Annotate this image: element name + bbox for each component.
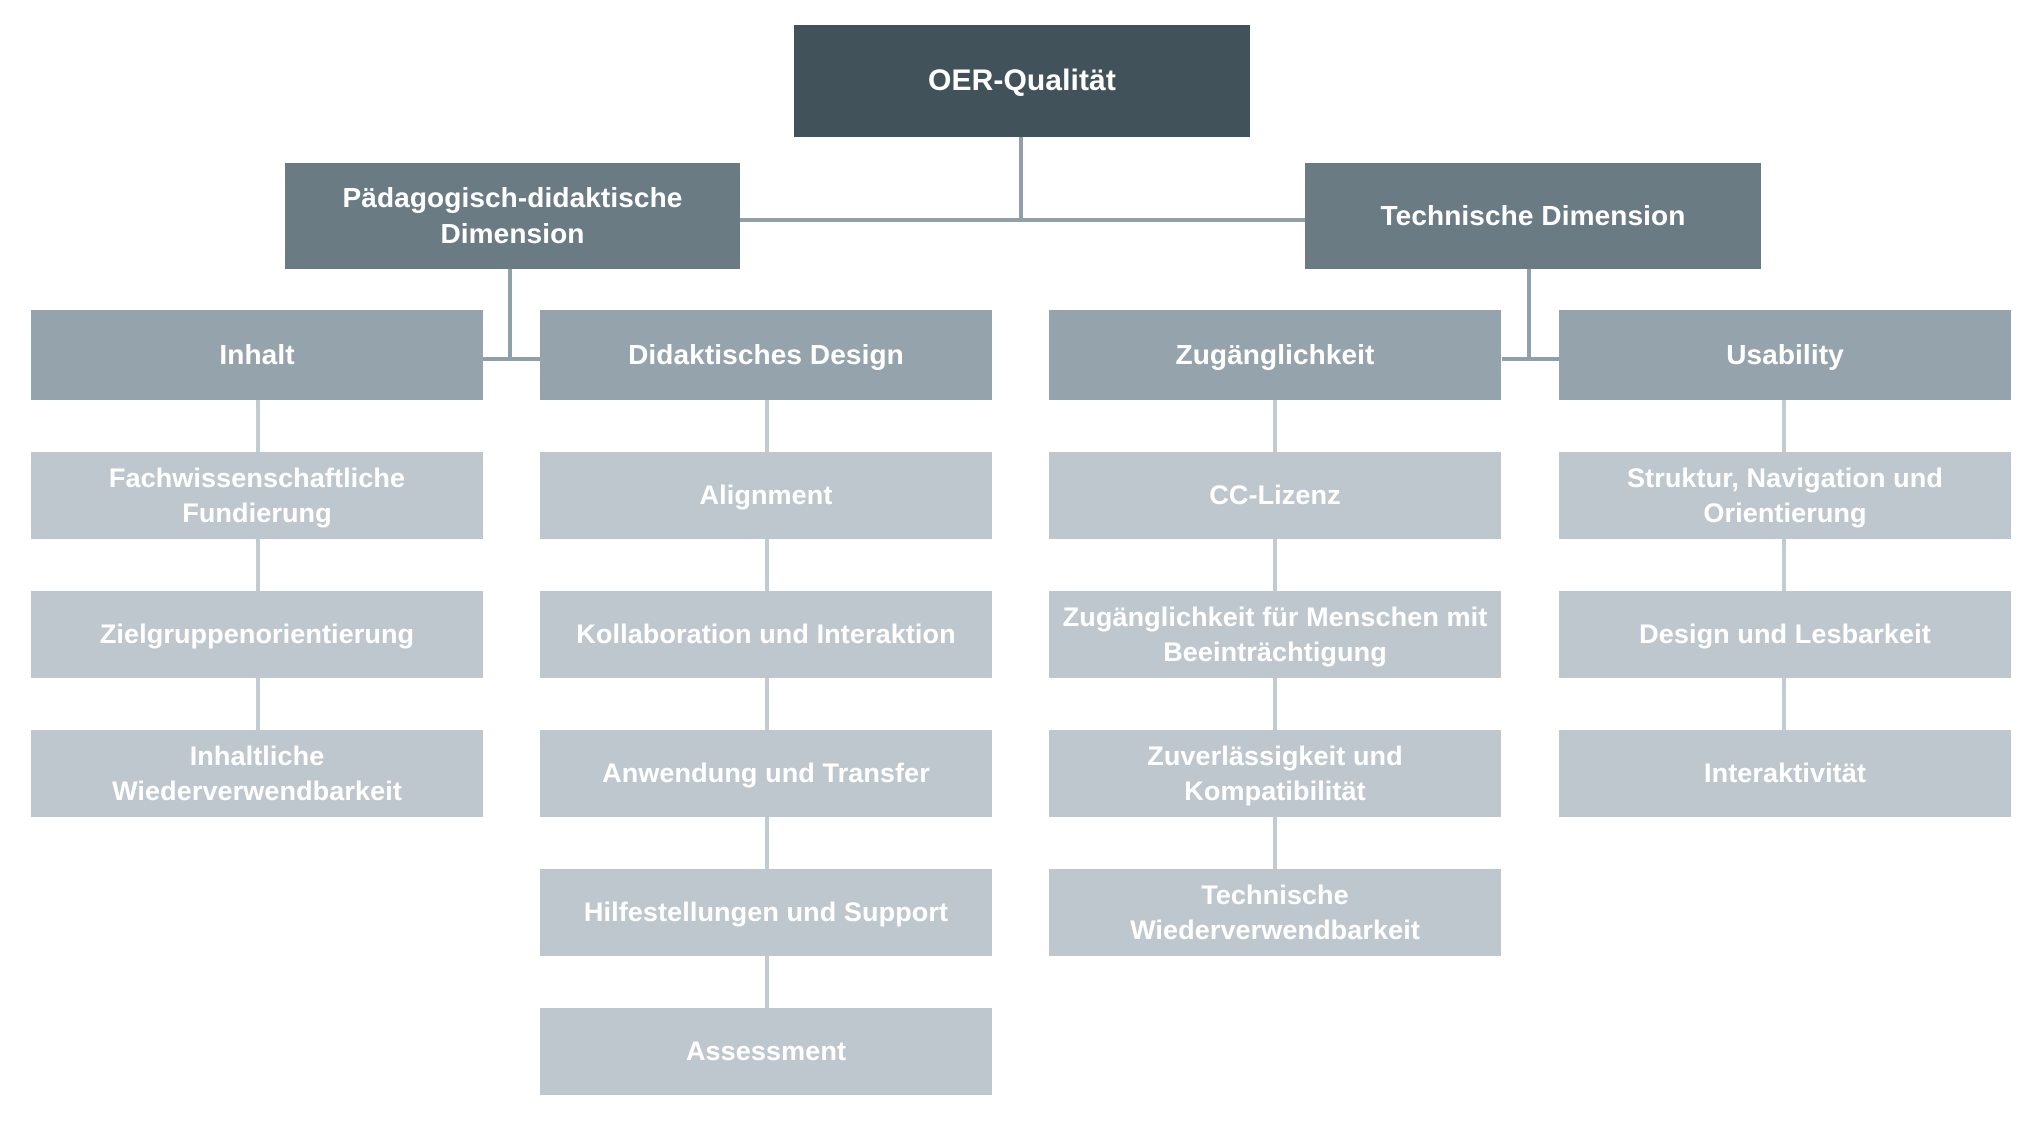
connector-paed-stem xyxy=(508,268,512,360)
node-leaf-label: Alignment xyxy=(699,480,833,511)
connector-tech-horizontal xyxy=(1502,357,1559,361)
connector-col2-3 xyxy=(765,678,769,730)
node-leaf-label: Interaktivität xyxy=(1704,758,1866,789)
node-leaf-struktur-navigation-und-orientierung[interactable]: Struktur, Navigation und Orientierung xyxy=(1559,452,2011,539)
node-leaf-label: CC-Lizenz xyxy=(1209,480,1341,511)
node-leaf-label: Anwendung und Transfer xyxy=(602,758,930,789)
node-leaf-label: Kollaboration und Interaktion xyxy=(576,619,956,650)
node-leaf-fachwissenschaftliche-fundierung[interactable]: Fachwissenschaftliche Fundierung xyxy=(31,452,483,539)
connector-col4-2 xyxy=(1782,539,1786,591)
connector-col3-3 xyxy=(1273,678,1277,730)
connector-root-stem xyxy=(1019,136,1023,221)
connector-col3-1 xyxy=(1273,400,1277,452)
node-leaf-kollaboration-und-interaktion[interactable]: Kollaboration und Interaktion xyxy=(540,591,992,678)
node-dimension-technische[interactable]: Technische Dimension xyxy=(1305,163,1761,269)
node-leaf-label: Assessment xyxy=(685,1036,847,1067)
connector-col3-2 xyxy=(1273,539,1277,591)
connector-col2-4 xyxy=(765,817,769,869)
node-leaf-alignment[interactable]: Alignment xyxy=(540,452,992,539)
node-leaf-anwendung-und-transfer[interactable]: Anwendung und Transfer xyxy=(540,730,992,817)
connector-col2-2 xyxy=(765,539,769,591)
node-leaf-zugaenglichkeit-fuer-menschen-mit-beeintraechtigung[interactable]: Zugänglichkeit für Menschen mit Beeinträ… xyxy=(1049,591,1501,678)
node-category-inhalt[interactable]: Inhalt xyxy=(31,310,483,400)
connector-col2-5 xyxy=(765,956,769,1008)
connector-col1-1 xyxy=(256,400,260,452)
connector-paed-horizontal xyxy=(483,357,540,361)
node-dimension-label: Pädagogisch-didaktische Dimension xyxy=(342,182,683,249)
connector-col3-4 xyxy=(1273,817,1277,869)
node-leaf-zuverlaessigkeit-und-kompatibilitaet[interactable]: Zuverlässigkeit und Kompatibilität xyxy=(1049,730,1501,817)
node-category-label: Didaktisches Design xyxy=(628,339,904,371)
connector-col4-3 xyxy=(1782,678,1786,730)
node-root-oer-qualitaet[interactable]: OER-Qualität xyxy=(794,25,1250,137)
node-leaf-label: Design und Lesbarkeit xyxy=(1639,619,1931,650)
connector-tech-stem xyxy=(1527,268,1531,360)
node-category-usability[interactable]: Usability xyxy=(1559,310,2011,400)
connector-col2-1 xyxy=(765,400,769,452)
node-leaf-label: Struktur, Navigation und Orientierung xyxy=(1627,462,1943,528)
node-leaf-cc-lizenz[interactable]: CC-Lizenz xyxy=(1049,452,1501,539)
node-leaf-assessment[interactable]: Assessment xyxy=(540,1008,992,1095)
node-leaf-label: Zielgruppenorientierung xyxy=(99,619,415,650)
node-leaf-design-und-lesbarkeit[interactable]: Design und Lesbarkeit xyxy=(1559,591,2011,678)
node-leaf-hilfestellungen-und-support[interactable]: Hilfestellungen und Support xyxy=(540,869,992,956)
node-leaf-label: Zuverlässigkeit und Kompatibilität xyxy=(1147,740,1403,806)
connector-col1-2 xyxy=(256,539,260,591)
node-dimension-paedagogisch-didaktisch[interactable]: Pädagogisch-didaktische Dimension xyxy=(285,163,740,269)
connector-col1-3 xyxy=(256,678,260,730)
node-category-didaktisches-design[interactable]: Didaktisches Design xyxy=(540,310,992,400)
node-root-label: OER-Qualität xyxy=(928,63,1116,97)
node-leaf-label: Fachwissenschaftliche Fundierung xyxy=(108,462,406,528)
node-leaf-label: Hilfestellungen und Support xyxy=(583,897,949,928)
node-leaf-label: Inhaltliche Wiederverwendbarkeit xyxy=(112,740,402,806)
node-leaf-inhaltliche-wiederverwendbarkeit[interactable]: Inhaltliche Wiederverwendbarkeit xyxy=(31,730,483,817)
connector-col4-1 xyxy=(1782,400,1786,452)
node-category-label: Zugänglichkeit xyxy=(1175,339,1375,371)
node-leaf-interaktivitaet[interactable]: Interaktivität xyxy=(1559,730,2011,817)
node-leaf-label: Zugänglichkeit für Menschen mit Beeinträ… xyxy=(1062,601,1488,667)
connector-root-horizontal xyxy=(740,218,1305,222)
node-category-label: Inhalt xyxy=(219,339,295,371)
node-leaf-technische-wiederverwendbarkeit[interactable]: Technische Wiederverwendbarkeit xyxy=(1049,869,1501,956)
node-category-zugaenglichkeit[interactable]: Zugänglichkeit xyxy=(1049,310,1501,400)
node-leaf-zielgruppenorientierung[interactable]: Zielgruppenorientierung xyxy=(31,591,483,678)
node-dimension-label: Technische Dimension xyxy=(1380,200,1686,232)
node-leaf-label: Technische Wiederverwendbarkeit xyxy=(1130,879,1420,945)
node-category-label: Usability xyxy=(1726,339,1844,371)
